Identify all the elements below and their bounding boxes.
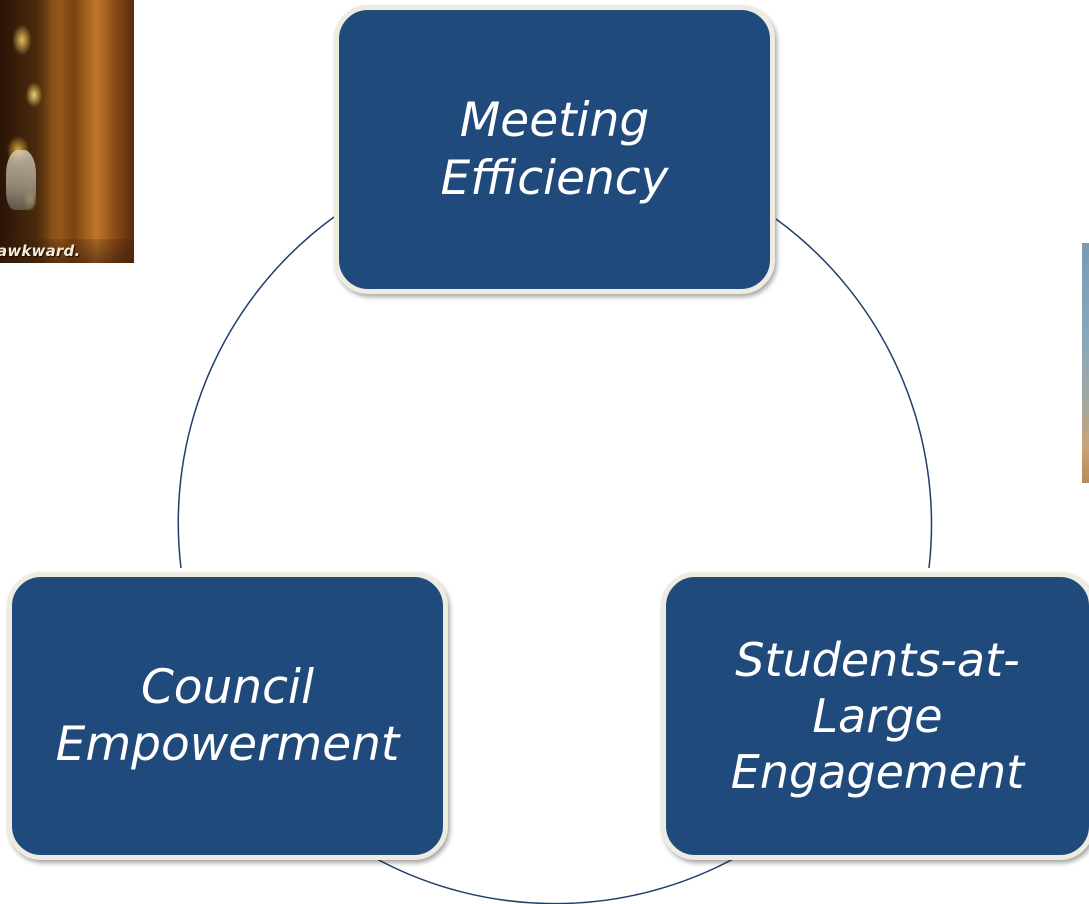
node-council-empowerment: Council Empowerment (7, 572, 448, 860)
photo-caption: awkward. (0, 242, 81, 260)
statue-bust-detail (6, 150, 36, 210)
photo-left-thumbnail: awkward. (0, 0, 134, 263)
connector-right-to-left (374, 857, 736, 904)
connector-top-to-right (775, 218, 933, 569)
photo-right-thumbnail (1082, 243, 1089, 483)
gilded-frame-detail (0, 0, 60, 263)
caption-banner (0, 239, 134, 263)
node-label: Meeting Efficiency (440, 93, 669, 206)
node-label: Students-at- Large Engagement (730, 632, 1025, 800)
connector-left-to-top (177, 216, 335, 569)
node-label: Council Empowerment (55, 659, 400, 772)
node-meeting-efficiency: Meeting Efficiency (334, 5, 775, 294)
node-students-at-large-engagement: Students-at- Large Engagement (661, 572, 1089, 860)
